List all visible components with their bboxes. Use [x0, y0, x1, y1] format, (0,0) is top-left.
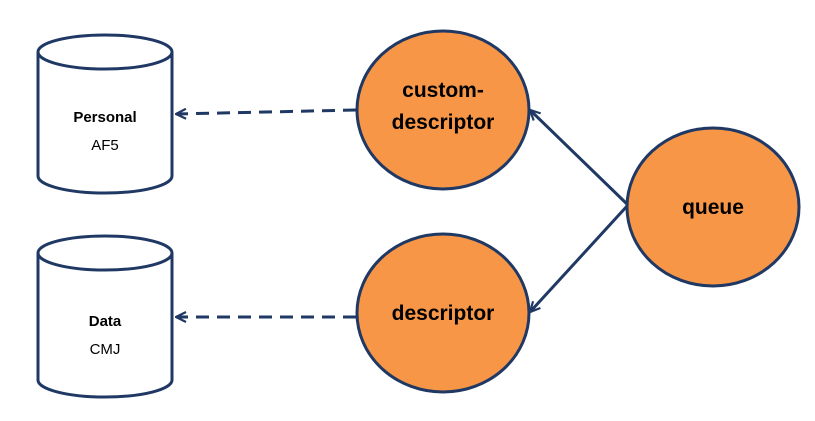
node-label-line: custom- — [402, 79, 484, 102]
database-subtitle: CMJ — [90, 341, 121, 358]
node-circle — [625, 126, 801, 288]
node-label-line: descriptor — [392, 302, 495, 325]
edge-queue-to-custom-descriptor — [530, 110, 630, 207]
database-title: Data — [89, 313, 122, 330]
node-circle — [355, 29, 531, 191]
database-data: Data CMJ — [36, 234, 174, 399]
database-subtitle: AF5 — [91, 137, 119, 154]
database-cylinder-icon — [36, 52, 174, 195]
database-personal: Personal AF5 — [36, 33, 174, 195]
node-custom-descriptor[interactable]: custom- descriptor — [355, 29, 531, 191]
database-title: Personal — [73, 109, 136, 126]
node-circle — [355, 232, 531, 394]
node-label-line: queue — [682, 196, 744, 219]
database-top — [36, 33, 174, 71]
database-top — [36, 234, 174, 272]
edge-custom-descriptor-to-personal — [176, 110, 357, 114]
node-descriptor[interactable]: descriptor — [355, 232, 531, 394]
node-label-line: descriptor — [392, 111, 495, 134]
database-cylinder-icon — [36, 253, 174, 399]
edge-queue-to-descriptor — [530, 203, 630, 312]
node-queue[interactable]: queue — [625, 126, 801, 288]
